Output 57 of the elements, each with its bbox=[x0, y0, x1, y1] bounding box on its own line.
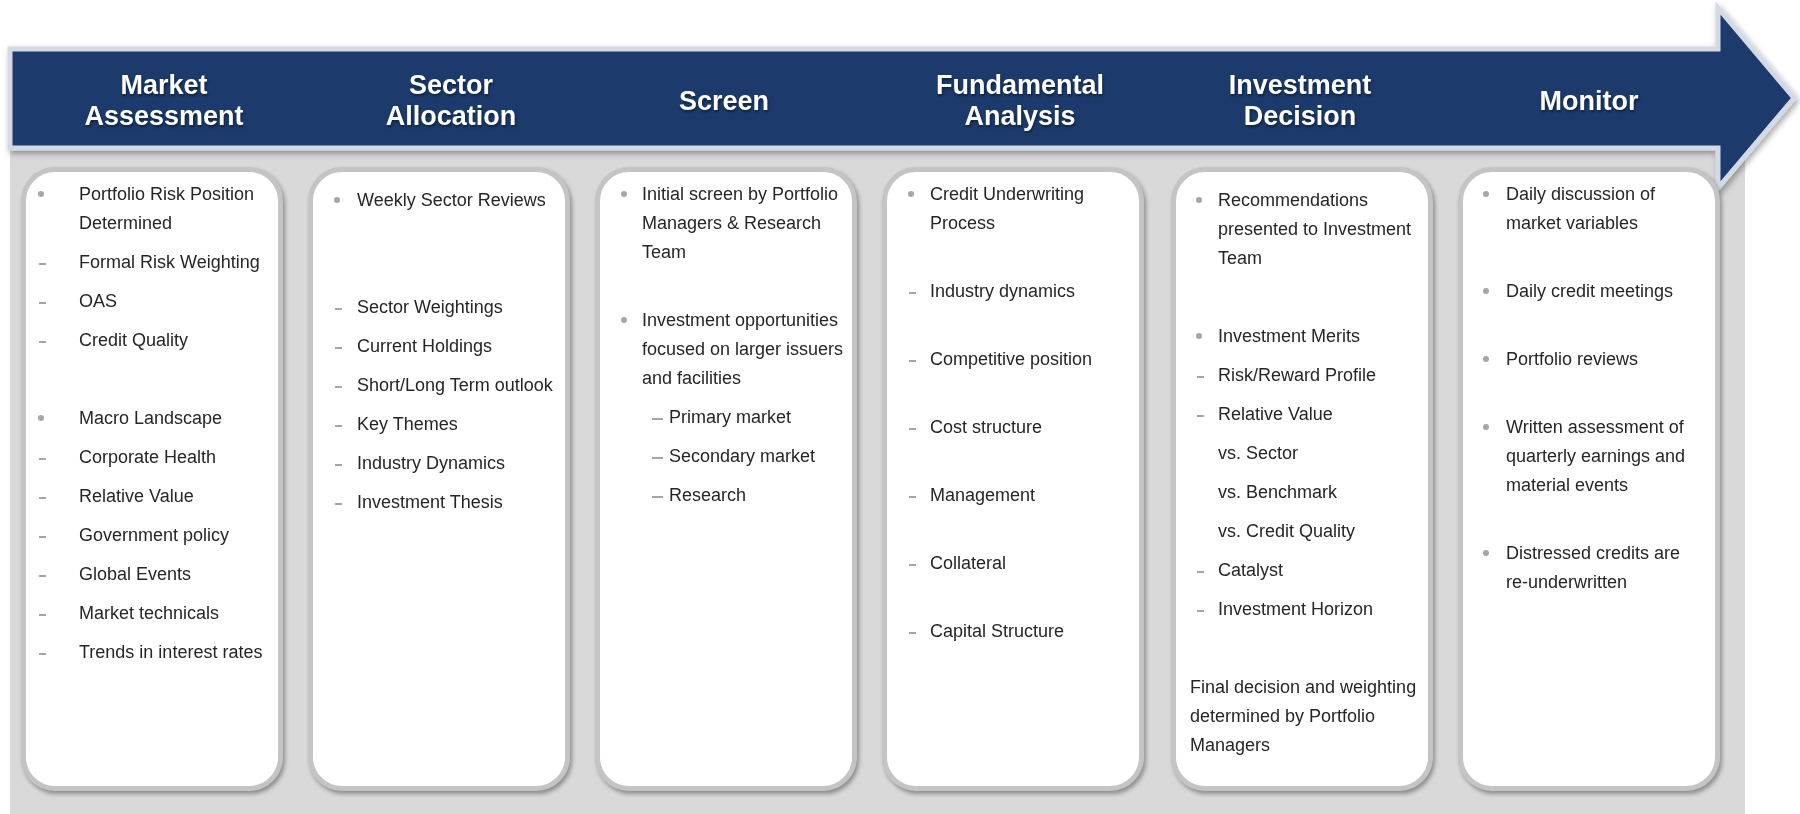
list-item: Management bbox=[930, 485, 1036, 505]
list-item: Weekly Sector Reviews bbox=[357, 190, 546, 210]
list-item: Industry Dynamics bbox=[357, 453, 506, 473]
list-item: Primary market bbox=[669, 407, 791, 427]
stage-heading: Sector Allocation bbox=[384, 70, 518, 132]
list-item: Competitive position bbox=[930, 349, 1093, 369]
list-item: Daily discussion of market variables bbox=[1506, 184, 1656, 233]
list-item: Macro Landscape bbox=[79, 408, 223, 428]
stage-card bbox=[21, 167, 283, 791]
list-item: Catalyst bbox=[1218, 560, 1284, 580]
list-item: Risk/Reward Profile bbox=[1218, 365, 1377, 385]
list-item: Relative Value bbox=[79, 486, 194, 506]
list-item: Daily credit meetings bbox=[1506, 281, 1674, 301]
stage-card bbox=[308, 167, 570, 791]
stage-heading: Screen bbox=[678, 85, 770, 117]
stage-card bbox=[595, 167, 857, 791]
list-item: Investment Thesis bbox=[357, 492, 503, 512]
list-item: Written assessment of quarterly earnings and material events bbox=[1506, 417, 1686, 495]
list-item: Industry dynamics bbox=[930, 281, 1076, 301]
list-item: Market technicals bbox=[79, 603, 220, 623]
list-item: Credit Quality bbox=[79, 330, 189, 350]
list-item: Investment opportunities focused on larger issuers and facilities bbox=[642, 310, 844, 388]
list-item: Corporate Health bbox=[79, 447, 217, 467]
list-item: Relative Value bbox=[1218, 404, 1333, 424]
stage-card bbox=[882, 167, 1144, 791]
stage-heading: Fundamental Analysis bbox=[935, 70, 1105, 132]
list-item: vs. Benchmark bbox=[1218, 482, 1338, 502]
stage-heading: Investment Decision bbox=[1227, 70, 1373, 132]
list-item: Investment Merits bbox=[1218, 326, 1361, 346]
list-item: Portfolio reviews bbox=[1506, 349, 1639, 369]
list-item: Credit Underwriting Process bbox=[930, 184, 1085, 233]
list-item: Capital Structure bbox=[930, 621, 1065, 641]
stage-card bbox=[1458, 167, 1720, 791]
stage-heading: Monitor bbox=[1539, 85, 1639, 117]
list-item: Recommendations presented to Investment Team bbox=[1218, 190, 1412, 268]
list-item: Initial screen by Portfolio Managers & Research Team bbox=[642, 184, 839, 262]
list-item: vs. Credit Quality bbox=[1218, 521, 1356, 541]
list-item: OAS bbox=[79, 291, 117, 311]
list-item: Cost structure bbox=[930, 417, 1043, 437]
stage-card bbox=[1171, 167, 1433, 791]
list-item: Short/Long Term outlook bbox=[357, 375, 553, 395]
list-item: Investment Horizon bbox=[1218, 599, 1374, 619]
list-item: Final decision and weighting determined by Portfolio Managers bbox=[1190, 677, 1417, 755]
list-item: Key Themes bbox=[357, 414, 458, 434]
list-item: Global Events bbox=[79, 564, 192, 584]
list-item: Research bbox=[669, 485, 747, 505]
list-item: Portfolio Risk Position Determined bbox=[79, 184, 255, 233]
list-item: Secondary market bbox=[669, 446, 816, 466]
list-item: vs. Sector bbox=[1218, 443, 1299, 463]
list-item: Collateral bbox=[930, 553, 1007, 573]
list-item: Trends in interest rates bbox=[79, 642, 263, 662]
list-item: Formal Risk Weighting bbox=[79, 252, 260, 272]
list-item: Sector Weightings bbox=[357, 297, 503, 317]
stage-heading: Market Assessment bbox=[83, 70, 245, 132]
list-item: Distressed credits are re-underwritten bbox=[1506, 543, 1681, 592]
list-item: Current Holdings bbox=[357, 336, 493, 356]
list-item: Government policy bbox=[79, 525, 230, 545]
